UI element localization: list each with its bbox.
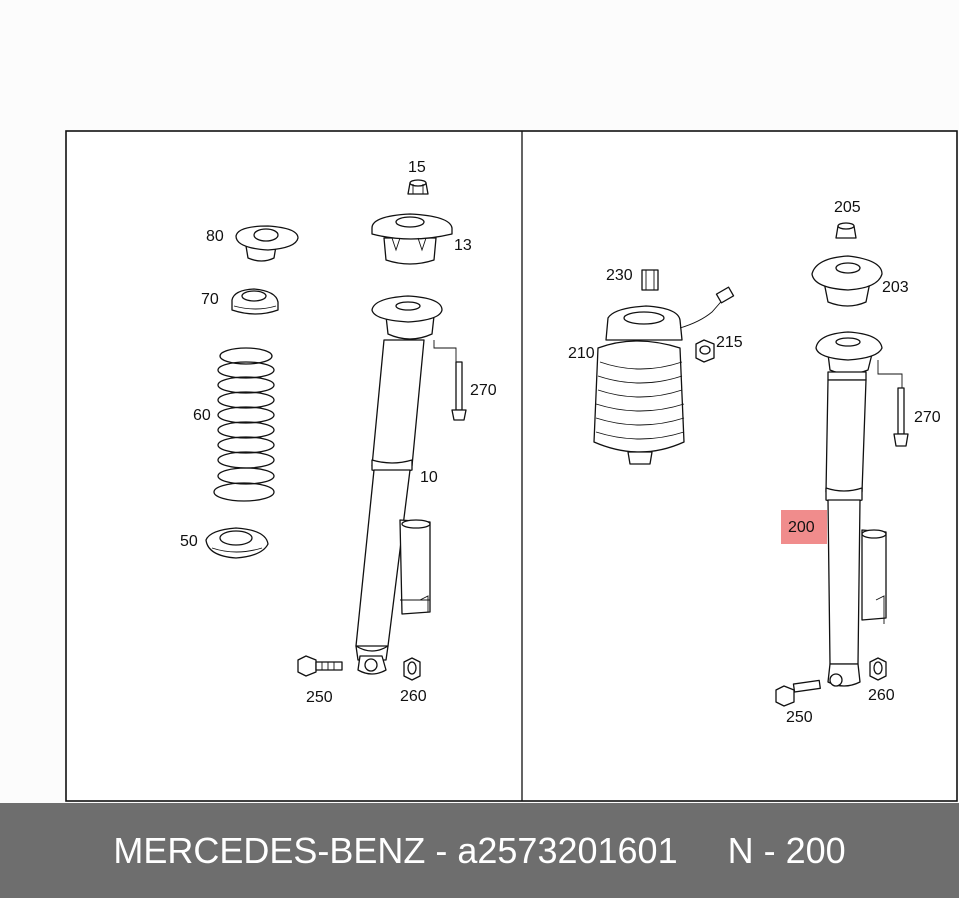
callout-203: 203 bbox=[882, 279, 909, 296]
spring-seat-50-part bbox=[205, 527, 269, 559]
nut-215-part bbox=[695, 339, 715, 363]
bump-cap-80-part bbox=[235, 225, 299, 262]
top-mount-13-part bbox=[371, 213, 453, 265]
bolt-250-part bbox=[297, 655, 343, 677]
callout-205: 205 bbox=[834, 199, 861, 216]
bolt-270-right-part bbox=[893, 387, 909, 447]
nut-205-part bbox=[835, 222, 857, 239]
callout-260-right: 260 bbox=[868, 687, 895, 704]
callout-210: 210 bbox=[568, 345, 595, 362]
nut-15-part bbox=[407, 179, 429, 195]
callout-230: 230 bbox=[606, 267, 633, 284]
footer-position-label: N - 200 bbox=[727, 829, 846, 871]
callout-15: 15 bbox=[408, 159, 426, 176]
highlight-200 bbox=[781, 510, 827, 544]
callout-260-left: 260 bbox=[400, 688, 427, 705]
callout-270-left: 270 bbox=[470, 382, 497, 399]
footer-bar: MERCEDES-BENZ - a2573201601 N - 200 bbox=[0, 803, 959, 898]
callout-250-right: 250 bbox=[786, 709, 813, 726]
diagram-frame bbox=[65, 130, 958, 802]
callout-70: 70 bbox=[201, 291, 219, 308]
parts-diagram: 15 80 13 70 60 270 10 50 250 260 bbox=[65, 130, 958, 802]
callout-270-right: 270 bbox=[914, 409, 941, 426]
callout-200: 200 bbox=[788, 519, 815, 536]
callout-250-left: 250 bbox=[306, 689, 333, 706]
shock-absorber-10-part bbox=[355, 295, 457, 675]
shock-absorber-200-part bbox=[815, 331, 903, 687]
footer-brand: MERCEDES-BENZ bbox=[113, 829, 426, 871]
callout-215: 215 bbox=[716, 334, 743, 351]
valve-230-part bbox=[641, 269, 659, 291]
bolt-270-part bbox=[451, 361, 467, 421]
nut-260-part bbox=[403, 657, 421, 681]
air-spring-210-part bbox=[593, 286, 735, 465]
footer-part-number: a2573201601 bbox=[457, 829, 678, 871]
callout-60: 60 bbox=[193, 407, 211, 424]
callout-50: 50 bbox=[180, 533, 198, 550]
bolt-250-right-part bbox=[775, 679, 821, 707]
callout-80: 80 bbox=[206, 228, 224, 245]
spring-seat-70-part bbox=[231, 288, 279, 315]
callout-13: 13 bbox=[454, 237, 472, 254]
right-panel: 205 230 203 215 210 270 200 260 250 bbox=[568, 199, 941, 726]
left-panel: 15 80 13 70 60 270 10 50 250 260 bbox=[180, 159, 497, 706]
top-mount-203-part bbox=[811, 255, 883, 307]
nut-260-right-part bbox=[869, 657, 887, 681]
footer-separator: - bbox=[425, 829, 458, 871]
callout-10: 10 bbox=[420, 469, 438, 486]
coil-spring-60-part bbox=[213, 347, 275, 502]
